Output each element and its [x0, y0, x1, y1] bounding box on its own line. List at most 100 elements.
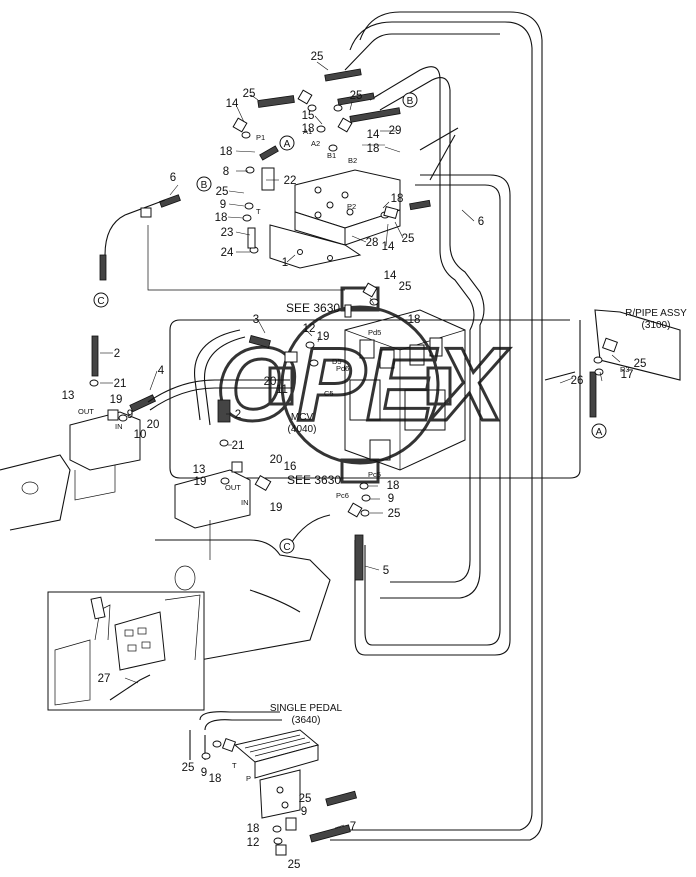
- part-25: 25: [311, 51, 324, 63]
- part-16: 16: [284, 461, 297, 473]
- part-29: 29: [389, 125, 402, 137]
- svg-text:B: B: [407, 96, 414, 107]
- part-12: 12: [303, 323, 316, 335]
- fittings: [89, 89, 618, 856]
- svg-text:A1: A1: [303, 127, 312, 136]
- see-3630-top: SEE 3630: [286, 301, 340, 315]
- svg-text:A2: A2: [311, 139, 320, 148]
- callout-b-left: B: [196, 176, 212, 192]
- callout-b-top: B: [402, 92, 418, 108]
- svg-text:D5: D5: [332, 357, 342, 366]
- svg-text:C: C: [283, 542, 290, 553]
- part-18: 18: [391, 193, 404, 205]
- part-14: 14: [367, 129, 380, 141]
- svg-text:P: P: [246, 774, 251, 783]
- part-25: 25: [388, 508, 401, 520]
- part-number-labels: 25 25 14 25 15 18 29 14 18 18 6 8 22 25 …: [62, 51, 647, 871]
- part-25: 25: [288, 859, 301, 871]
- part-25: 25: [182, 762, 195, 774]
- part-19: 19: [194, 476, 207, 488]
- part-18: 18: [367, 143, 380, 155]
- pipe-bundle: [330, 11, 543, 841]
- svg-text:T: T: [232, 761, 237, 770]
- part-18: 18: [215, 212, 228, 224]
- part-9: 9: [388, 493, 394, 505]
- part-1: 1: [282, 257, 288, 269]
- part-6: 6: [478, 216, 484, 228]
- svg-text:Pc5: Pc5: [368, 470, 381, 479]
- part-18: 18: [209, 773, 222, 785]
- part-13: 13: [193, 464, 206, 476]
- part-17: 17: [621, 369, 634, 381]
- part-14: 14: [384, 270, 397, 282]
- part-25: 25: [634, 358, 647, 370]
- svg-text:OUT: OUT: [78, 407, 94, 416]
- svg-text:IN: IN: [241, 498, 249, 507]
- part-9: 9: [220, 199, 226, 211]
- see-3630-bottom: SEE 3630: [287, 473, 341, 487]
- rpipe-name: R/PIPE ASSY: [625, 308, 687, 319]
- part-2: 2: [235, 409, 241, 421]
- part-13: 13: [62, 390, 75, 402]
- mcv-name: MCV: [291, 412, 314, 423]
- part-14: 14: [382, 241, 395, 253]
- part-25: 25: [350, 90, 363, 102]
- svg-text:A: A: [284, 139, 291, 150]
- part-9: 9: [127, 409, 133, 421]
- part-26: 26: [571, 375, 584, 387]
- part-19: 19: [110, 394, 123, 406]
- svg-text:B1: B1: [327, 151, 336, 160]
- svg-text:C: C: [97, 296, 104, 307]
- part-18: 18: [408, 314, 421, 326]
- part-9: 9: [201, 767, 207, 779]
- part-24: 24: [221, 247, 234, 259]
- svg-text:C5: C5: [324, 389, 334, 398]
- pedal-name: SINGLE PEDAL: [270, 703, 343, 714]
- pedal-ref: (3640): [292, 715, 321, 726]
- svg-text:Pc6: Pc6: [336, 491, 349, 500]
- single-pedal: [233, 729, 320, 819]
- callout-c-left: C: [93, 292, 109, 308]
- part-19: 19: [270, 502, 283, 514]
- part-22: 22: [284, 175, 297, 187]
- part-11: 11: [276, 384, 288, 396]
- svg-text:R3: R3: [620, 365, 630, 374]
- svg-text:P2: P2: [347, 202, 356, 211]
- part-25: 25: [299, 793, 312, 805]
- svg-text:OUT: OUT: [225, 483, 241, 492]
- part-10: 10: [134, 429, 147, 441]
- part-20: 20: [147, 419, 160, 431]
- svg-text:Pd6: Pd6: [336, 364, 349, 373]
- part-6: 6: [170, 172, 176, 184]
- svg-text:B2: B2: [348, 156, 357, 165]
- callout-a-top: A: [279, 135, 295, 151]
- part-15: 15: [302, 110, 315, 122]
- callouts: A B B C C A: [93, 92, 607, 554]
- svg-text:Pd5: Pd5: [368, 328, 381, 337]
- svg-text:T: T: [256, 207, 261, 216]
- part-21: 21: [114, 378, 127, 390]
- hoses: [91, 68, 597, 843]
- part-3: 3: [253, 314, 259, 326]
- svg-text:P1: P1: [256, 133, 265, 142]
- part-25: 25: [402, 233, 415, 245]
- part-21: 21: [232, 440, 245, 452]
- callout-c-mid: C: [279, 538, 295, 554]
- part-20: 20: [270, 454, 283, 466]
- svg-text:IN: IN: [115, 422, 123, 431]
- leader-lines: [100, 61, 621, 829]
- port-labels: P1 A1 A2 B1 B2 P2 T Pd5 Pd6 C5 D5 Pc5 Pc…: [78, 127, 630, 783]
- part-27: 27: [98, 673, 111, 685]
- svg-text:B: B: [201, 180, 208, 191]
- part-25: 25: [243, 88, 256, 100]
- part-7: 7: [350, 821, 356, 833]
- part-20: 20: [264, 376, 277, 388]
- part-5: 5: [383, 565, 389, 577]
- part-12: 12: [247, 837, 260, 849]
- part-18: 18: [220, 146, 233, 158]
- part-2: 2: [114, 348, 120, 360]
- part-8: 8: [223, 166, 229, 178]
- part-23: 23: [221, 227, 234, 239]
- machine-frame: [0, 411, 331, 661]
